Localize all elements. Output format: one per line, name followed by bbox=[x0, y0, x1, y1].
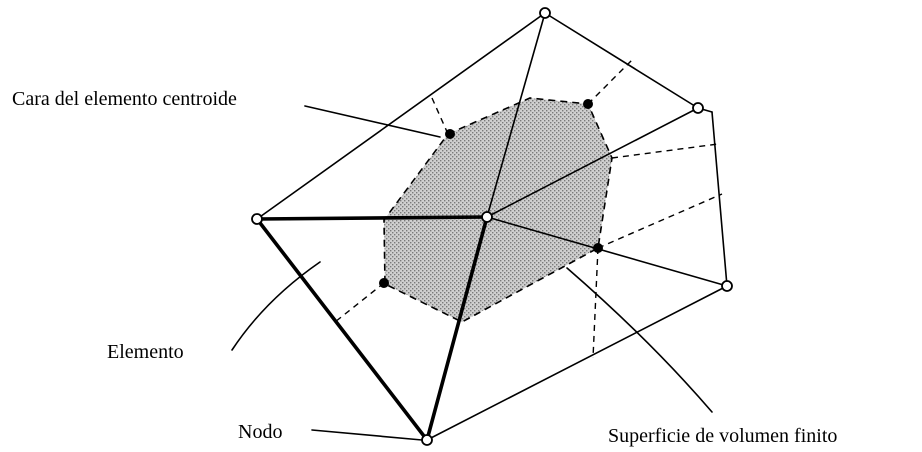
leader-line-elemento bbox=[231, 261, 321, 351]
mesh-node bbox=[692, 102, 704, 114]
label-elemento: Elemento bbox=[107, 341, 184, 363]
centroid-point bbox=[445, 129, 455, 139]
mesh-edge bbox=[544, 12, 699, 109]
mesh-edge bbox=[486, 216, 728, 287]
element-edge bbox=[255, 215, 489, 221]
mesh-node bbox=[721, 280, 733, 292]
mesh-node bbox=[539, 7, 551, 19]
mesh-edge bbox=[711, 111, 728, 287]
mesh-edge bbox=[256, 12, 546, 220]
finite-volume-surface bbox=[383, 97, 613, 323]
element-edge bbox=[425, 215, 489, 442]
leader-line-nodo bbox=[311, 429, 423, 441]
mesh-edge bbox=[486, 12, 546, 218]
label-cara-elemento-centroide: Cara del elemento centroide bbox=[12, 88, 237, 110]
mesh-node bbox=[251, 213, 263, 225]
dashed-line bbox=[334, 282, 385, 323]
dashed-line bbox=[592, 247, 599, 359]
mesh-node bbox=[481, 211, 493, 223]
centroid-point bbox=[593, 243, 603, 253]
label-nodo: Nodo bbox=[238, 421, 283, 443]
element-edge bbox=[255, 217, 429, 442]
mesh-edge bbox=[486, 107, 699, 218]
mesh-node bbox=[421, 434, 433, 446]
leader-line-superficie bbox=[566, 267, 713, 413]
centroid-point bbox=[379, 278, 389, 288]
dashed-line bbox=[597, 193, 723, 249]
dashed-line bbox=[431, 97, 449, 135]
leader-line-cara bbox=[304, 105, 441, 138]
mesh-edge bbox=[426, 285, 728, 441]
dashed-line bbox=[611, 143, 719, 159]
centroid-point bbox=[583, 99, 593, 109]
dashed-line bbox=[587, 59, 633, 105]
label-superficie-volumen-finito: Superficie de volumen finito bbox=[608, 425, 838, 447]
